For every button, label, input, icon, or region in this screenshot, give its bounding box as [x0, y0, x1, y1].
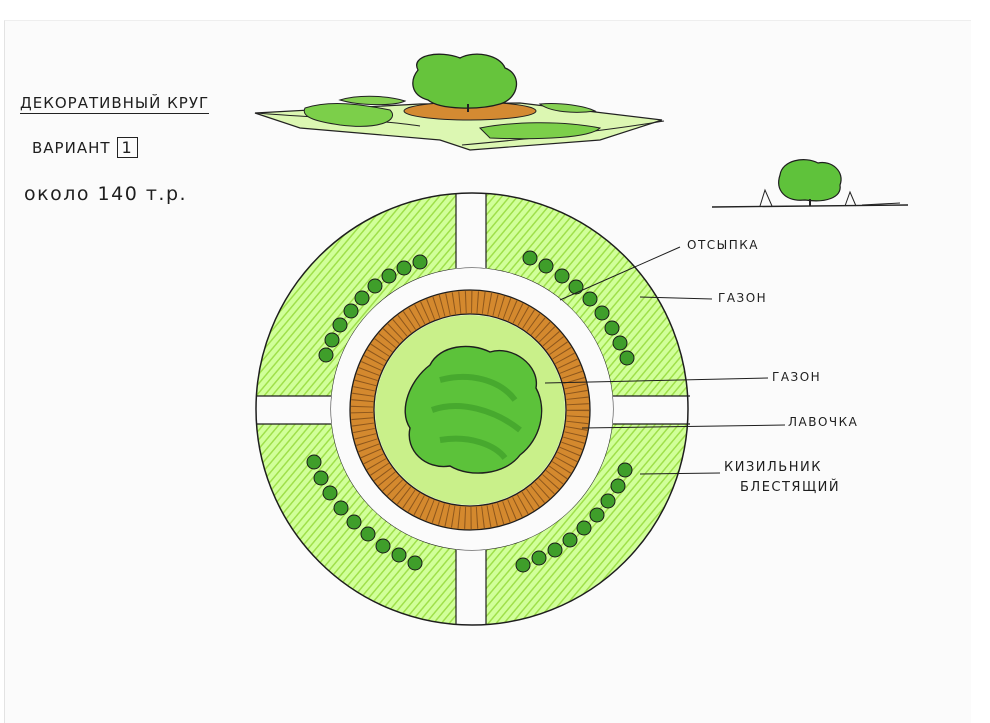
- leader-lines: [544, 246, 786, 475]
- shrub-arc-nw: [318, 254, 428, 363]
- shrub-arc-se: [515, 462, 633, 573]
- variant-text: ВАРИАНТ: [32, 139, 111, 157]
- label-gazon-outer: ГАЗОН: [718, 291, 768, 305]
- side-elevation-sketch: [711, 159, 909, 208]
- shrub-arc-sw: [306, 454, 423, 571]
- central-lawn: [375, 315, 565, 505]
- variant-number: 1: [116, 137, 138, 158]
- variant-label: ВАРИАНТ 1: [32, 137, 138, 158]
- label-gazon-inner: ГАЗОН: [772, 370, 822, 384]
- price-note: около 140 т.р.: [24, 183, 188, 205]
- bench-ring: [349, 289, 591, 531]
- label-kizilnik-line2: БЛЕСТЯЩИЙ: [740, 480, 841, 495]
- label-kizilnik-line1: КИЗИЛЬНИК: [724, 460, 822, 475]
- sheet-title: ДЕКОРАТИВНЫЙ КРУГ: [20, 94, 210, 114]
- shrub-arcs: [306, 250, 635, 573]
- elevation-sketch: [254, 53, 665, 151]
- label-lavochka: ЛАВОЧКА: [788, 415, 859, 429]
- label-otsypka: ОТСЫПКА: [687, 238, 759, 252]
- shrub-arc-ne: [522, 250, 635, 366]
